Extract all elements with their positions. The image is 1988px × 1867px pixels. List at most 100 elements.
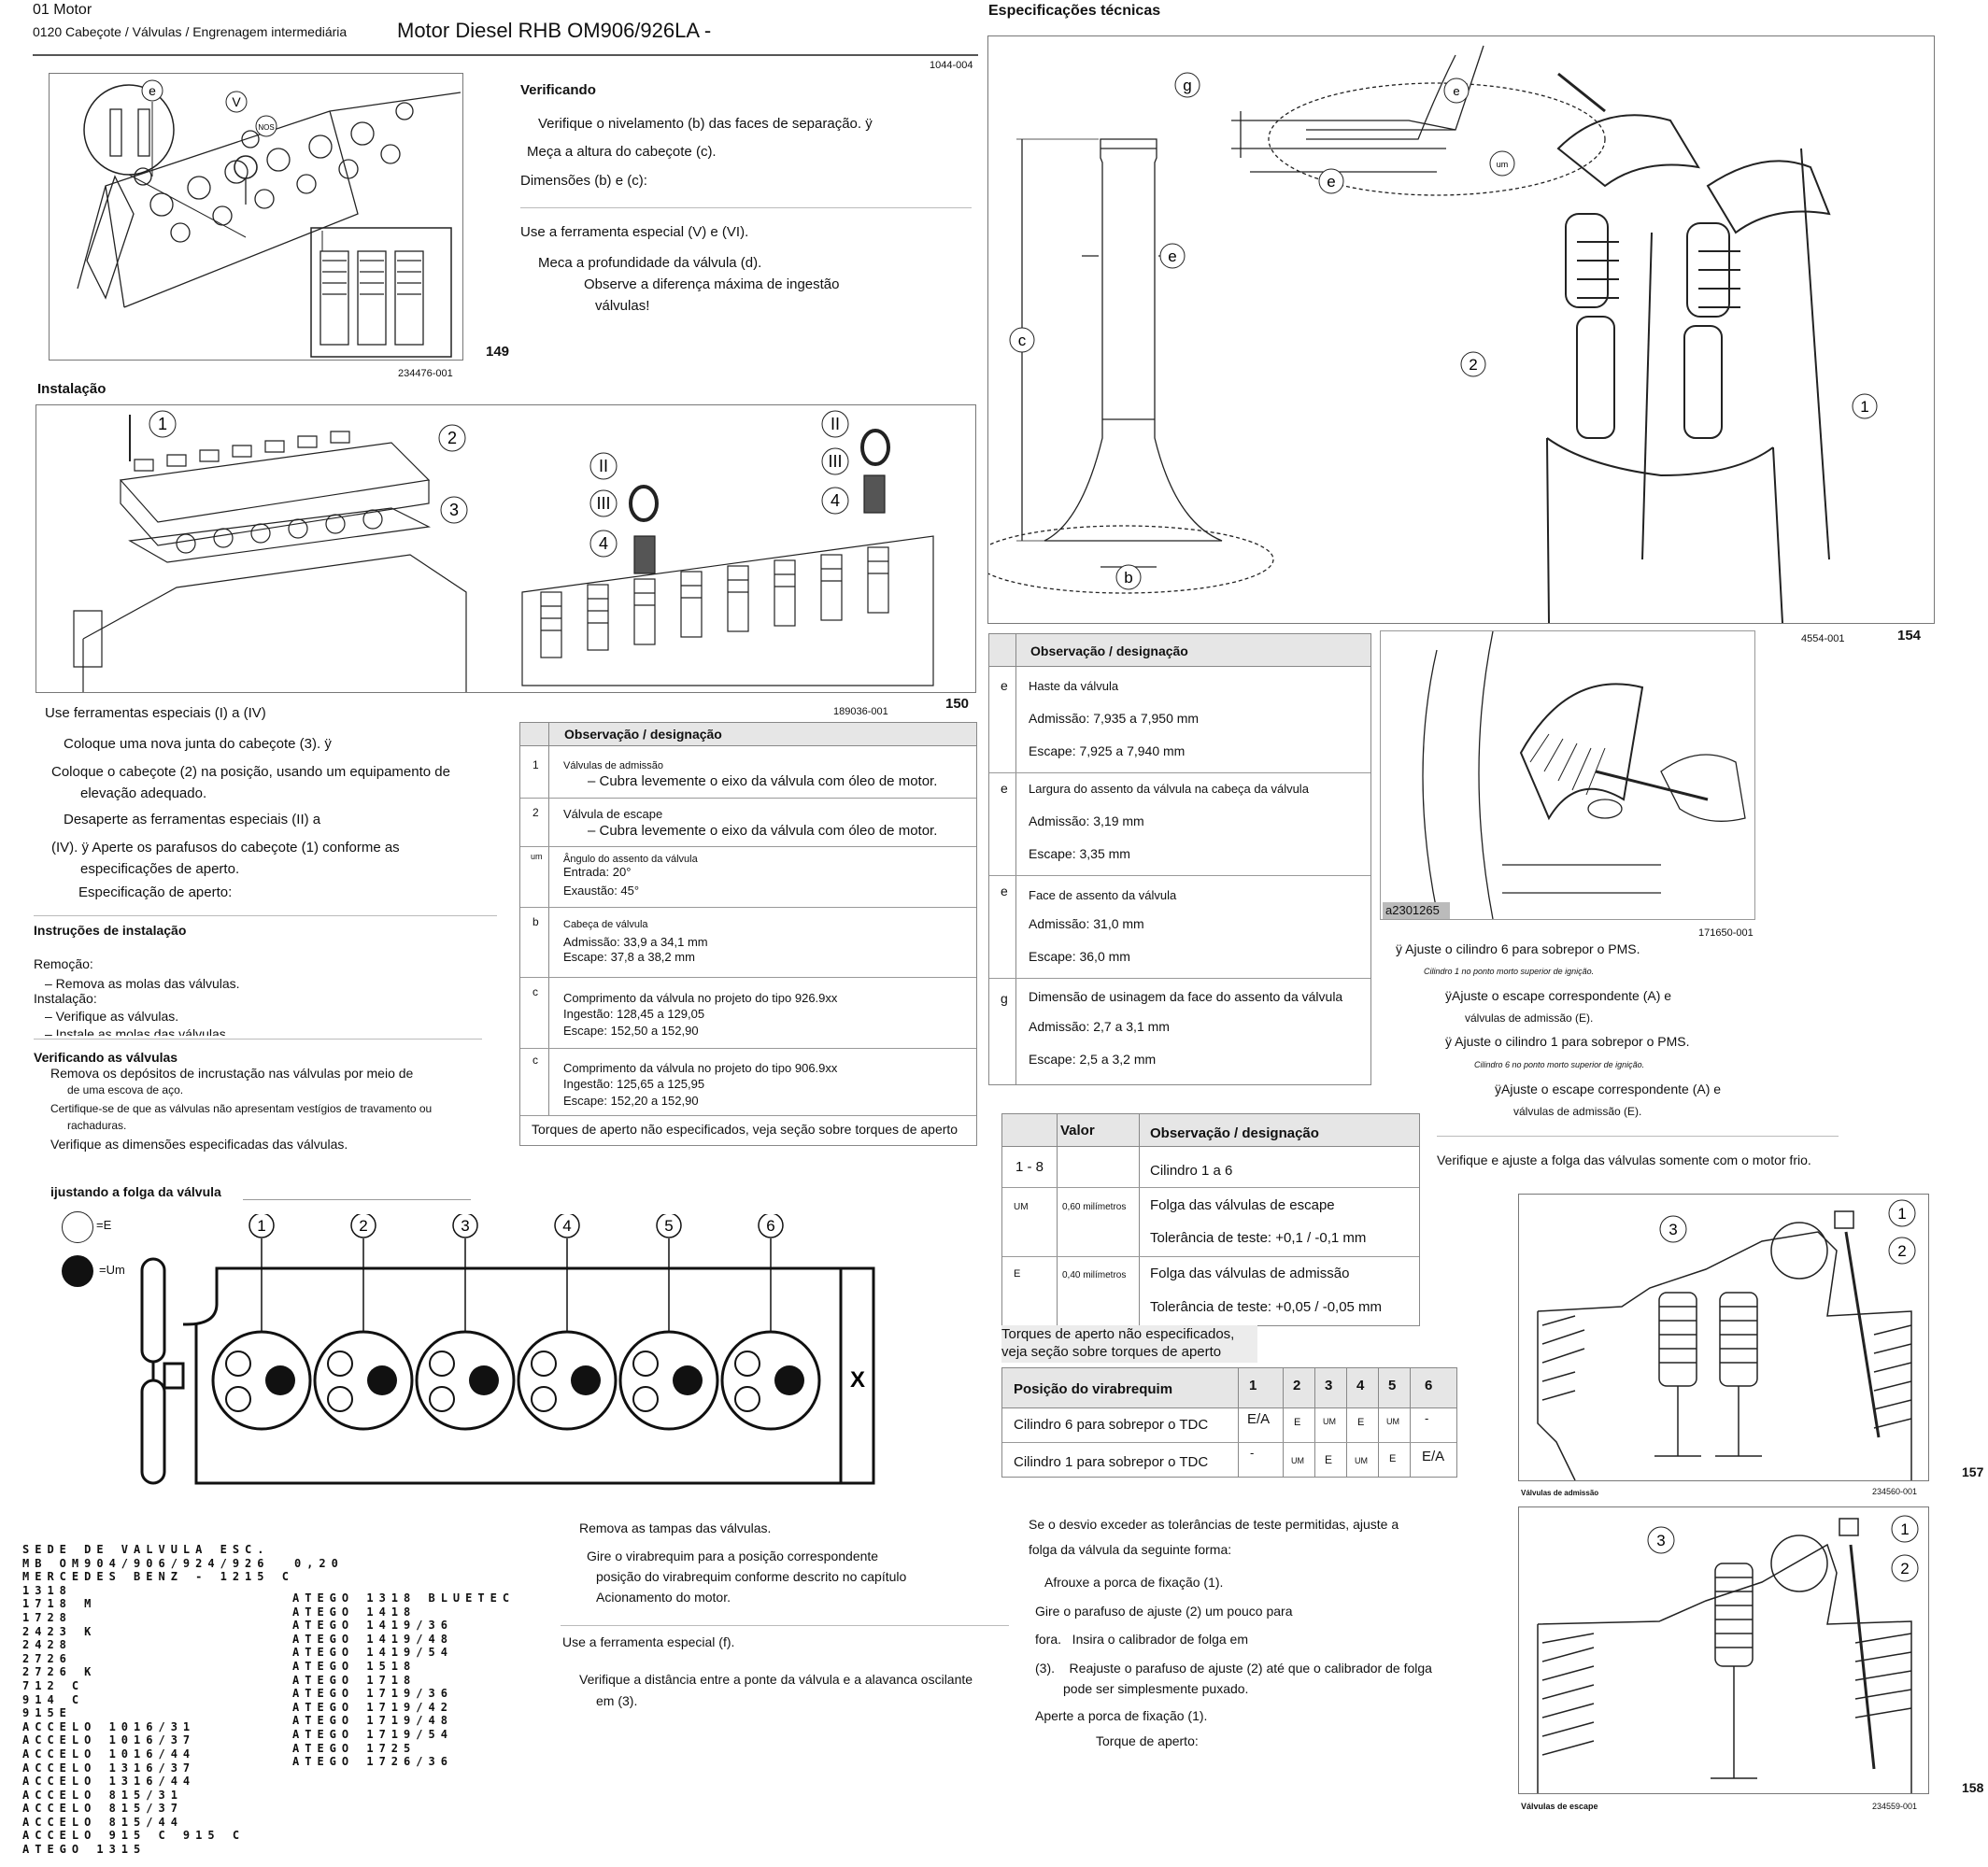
intake-valve-marker (225, 1351, 251, 1377)
clipped-line: – Instale as molas das válvulas (34, 1026, 314, 1036)
deviation-step: Torque de aperto: (1096, 1733, 1199, 1748)
row-cell: E (1325, 1453, 1333, 1466)
install-instructions-title: Instruções de instalação (34, 923, 187, 938)
table-header-row (1002, 1368, 1456, 1408)
callout-e: e (1168, 248, 1176, 265)
vehicle-model: ACCELO 815/44 (22, 1815, 183, 1829)
callout-2: 2 (1900, 1560, 1909, 1577)
row-detail: Escape: 152,50 a 152,90 (563, 1024, 699, 1038)
install-instruction: – Instale as molas das válvulas (45, 1026, 226, 1036)
brush-fig-code: 171650-001 (1698, 927, 1754, 939)
filled-circle-icon (62, 1255, 93, 1287)
remove-step: Use a ferramenta especial (f). (562, 1634, 735, 1649)
row-key: e (1001, 781, 1008, 796)
tdc-note: válvulas de admissão (E). (1513, 1105, 1642, 1118)
row-cell: E (1294, 1417, 1301, 1428)
row-detail: Admissão: 31,0 mm (1029, 916, 1144, 931)
row-key: 2 (532, 806, 539, 819)
vehicle-model: ACCELO 1016/31 (22, 1719, 196, 1733)
intake-valve-marker (327, 1386, 353, 1412)
table-header: 5 (1388, 1378, 1397, 1393)
vehicle-model: ATEGO 1719/36 (292, 1687, 453, 1701)
install-instruction: Remoção: (34, 956, 93, 971)
row-rule (520, 798, 976, 799)
vehicle-model: ACCELO 915 C 915 C (22, 1829, 246, 1843)
specs-heading: Especificações técnicas (988, 3, 1161, 19)
vehicle-model: ATEGO 1726/36 (292, 1755, 453, 1769)
deviation-step: Afrouxe a porca de fixação (1). (1044, 1575, 1224, 1590)
intake-valve-marker (734, 1386, 760, 1412)
install-instruction: – Remova as molas das válvulas. (45, 976, 240, 991)
row-detail: Admissão: 7,935 a 7,950 mm (1029, 711, 1200, 726)
table-header-row (989, 634, 1370, 667)
callout-1: 1 (1900, 1520, 1909, 1538)
vehicle-model: ATEGO 1718 (292, 1673, 417, 1687)
row-key: e (1001, 678, 1008, 693)
divider (1437, 1136, 1839, 1137)
svg-text:4: 4 (831, 491, 840, 510)
remove-step: em (3). (596, 1693, 638, 1708)
row-detail: Escape: 152,20 a 152,90 (563, 1094, 699, 1108)
deviation-step: Se o desvio exceder as tolerâncias de te… (1029, 1517, 1399, 1532)
exhaust-valve-marker (673, 1365, 703, 1395)
intake-valve-marker (632, 1351, 659, 1377)
callout-2: 2 (1897, 1242, 1906, 1260)
row-detail: Admissão: 3,19 mm (1029, 813, 1144, 828)
row-detail: – Cubra levemente o eixo da válvula com … (588, 823, 938, 839)
exhaust-valve-marker (367, 1365, 397, 1395)
row-detail: Entrada: 20° (563, 865, 632, 879)
valve-spec-table: Observação / designação 1 Válvulas de ad… (519, 722, 977, 1146)
row-detail: Escape: 36,0 mm (1029, 949, 1130, 964)
fig157-code: 234560-001 (1872, 1487, 1918, 1496)
fig149-code: 234476-001 (398, 368, 453, 379)
tdc-note: válvulas de admissão (E). (1465, 1011, 1594, 1025)
row-detail: Escape: 37,8 a 38,2 mm (563, 950, 695, 964)
figure-tag (1383, 902, 1450, 919)
install-instruction: – Verifique as válvulas. (45, 1009, 179, 1024)
clearance-table: Valor Observação / designação 1 - 8 Cili… (1001, 1113, 1420, 1326)
install-step: Use ferramentas especiais (I) a (IV) (45, 705, 266, 721)
valve-check-title: Verificando as válvulas (34, 1050, 178, 1065)
verifying-line: Meça a altura do cabeçote (c). (527, 144, 717, 160)
vehicle-model: 2726 (22, 1651, 72, 1665)
row-cell: UM (1291, 1456, 1304, 1465)
row-detail: – Cubra levemente o eixo da válvula com … (588, 773, 938, 789)
install-step: elevação adequado. (80, 785, 207, 801)
tdc-note: ÿAjuste o escape correspondente (A) e (1445, 988, 1672, 1003)
intake-valve-marker (429, 1351, 455, 1377)
row-cell: E/A (1247, 1411, 1271, 1427)
exhaust-valve-marker (571, 1365, 601, 1395)
vehicle-model: ACCELO 1316/37 (22, 1761, 196, 1775)
install-step: Especificação de aperto: (78, 884, 233, 900)
row-cell: - (1250, 1446, 1255, 1460)
valve-check-line: Verifique as dimensões especificadas das… (50, 1137, 348, 1152)
callout-e: e (1453, 84, 1459, 98)
section-label: 01 Motor (33, 2, 92, 18)
callout-ii: II (599, 457, 608, 475)
fig150-code: 189036-001 (833, 706, 888, 717)
row-detail: Folga das válvulas de admissão (1150, 1266, 1350, 1281)
row-rule (520, 907, 976, 908)
deviation-step: pode ser simplesmente puxado. (1063, 1681, 1249, 1696)
row-key: 1 (532, 758, 539, 771)
remove-step: Verifique a distância entre a ponte da v… (579, 1672, 973, 1687)
row-key: b (532, 915, 539, 928)
page-title: Motor Diesel RHB OM906/926LA - (397, 19, 712, 42)
row-detail: Ingestão: 128,45 a 129,05 (563, 1007, 705, 1021)
column-divider (548, 723, 549, 1115)
vehicle-model: ATEGO 1518 (292, 1659, 417, 1673)
row-detail: Cilindro 1 a 6 (1150, 1163, 1233, 1179)
intake-valve-marker (429, 1386, 455, 1412)
row-rule (989, 772, 1370, 773)
callout-3: 3 (1656, 1532, 1665, 1549)
vehicle-model: 2726 K (22, 1665, 97, 1679)
table-header: Valor (1060, 1123, 1095, 1139)
fig154-code: 4554-001 (1801, 633, 1845, 644)
cylinder-bore (720, 1330, 821, 1431)
callout-g: g (1183, 77, 1191, 94)
legend-intake: =E (96, 1218, 112, 1232)
divider (561, 1625, 1009, 1626)
intake-valve-marker (531, 1386, 557, 1412)
vehicle-model: ATEGO 1419/48 (292, 1632, 453, 1646)
